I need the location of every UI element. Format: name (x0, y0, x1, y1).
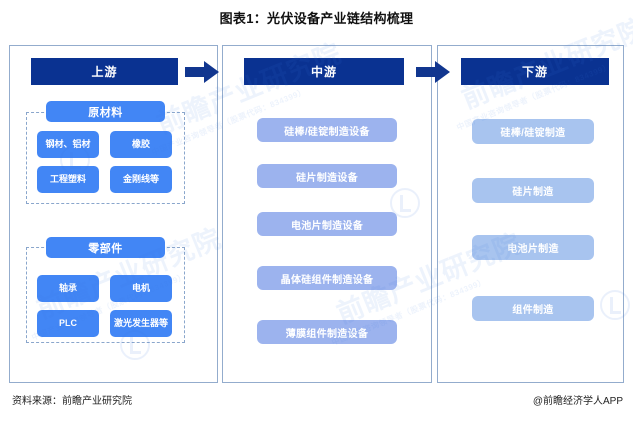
raw-materials-title: 原材料 (46, 101, 165, 122)
downstream-item[interactable]: 组件制造 (472, 296, 594, 321)
source-text: 资料来源：前瞻产业研究院 (12, 396, 132, 407)
flow-arrow-upstream-to-midstream (185, 61, 219, 88)
attribution-text: @前瞻经济学人APP (532, 396, 623, 407)
upstream-panel (9, 45, 218, 383)
midstream-item[interactable]: 电池片制造设备 (257, 212, 397, 236)
midstream-header: 中游 (244, 58, 404, 85)
raw-material-item[interactable]: 金刚线等 (110, 166, 172, 193)
downstream-item[interactable]: 硅棒/硅锭制造 (472, 119, 594, 144)
component-item[interactable]: 轴承 (37, 275, 99, 302)
raw-material-item[interactable]: 橡胶 (110, 131, 172, 158)
midstream-panel (222, 45, 432, 383)
midstream-item[interactable]: 晶体硅组件制造设备 (257, 266, 397, 290)
page-title: 图表1：光伏设备产业链结构梳理 (219, 11, 414, 26)
flow-arrow-midstream-to-downstream (416, 61, 450, 88)
midstream-item[interactable]: 硅棒/硅锭制造设备 (257, 118, 397, 142)
downstream-panel (437, 45, 624, 383)
component-item[interactable]: PLC (37, 310, 99, 337)
component-item[interactable]: 电机 (110, 275, 172, 302)
upstream-header: 上游 (31, 58, 178, 85)
components-title: 零部件 (46, 237, 165, 258)
downstream-item[interactable]: 硅片制造 (472, 178, 594, 203)
midstream-item[interactable]: 硅片制造设备 (257, 164, 397, 188)
raw-material-item[interactable]: 钢材、铝材 (37, 131, 99, 158)
midstream-item[interactable]: 薄膜组件制造设备 (257, 320, 397, 344)
raw-material-item[interactable]: 工程塑料 (37, 166, 99, 193)
downstream-item[interactable]: 电池片制造 (472, 235, 594, 260)
component-item[interactable]: 激光发生器等 (110, 310, 172, 337)
downstream-header: 下游 (461, 58, 609, 85)
